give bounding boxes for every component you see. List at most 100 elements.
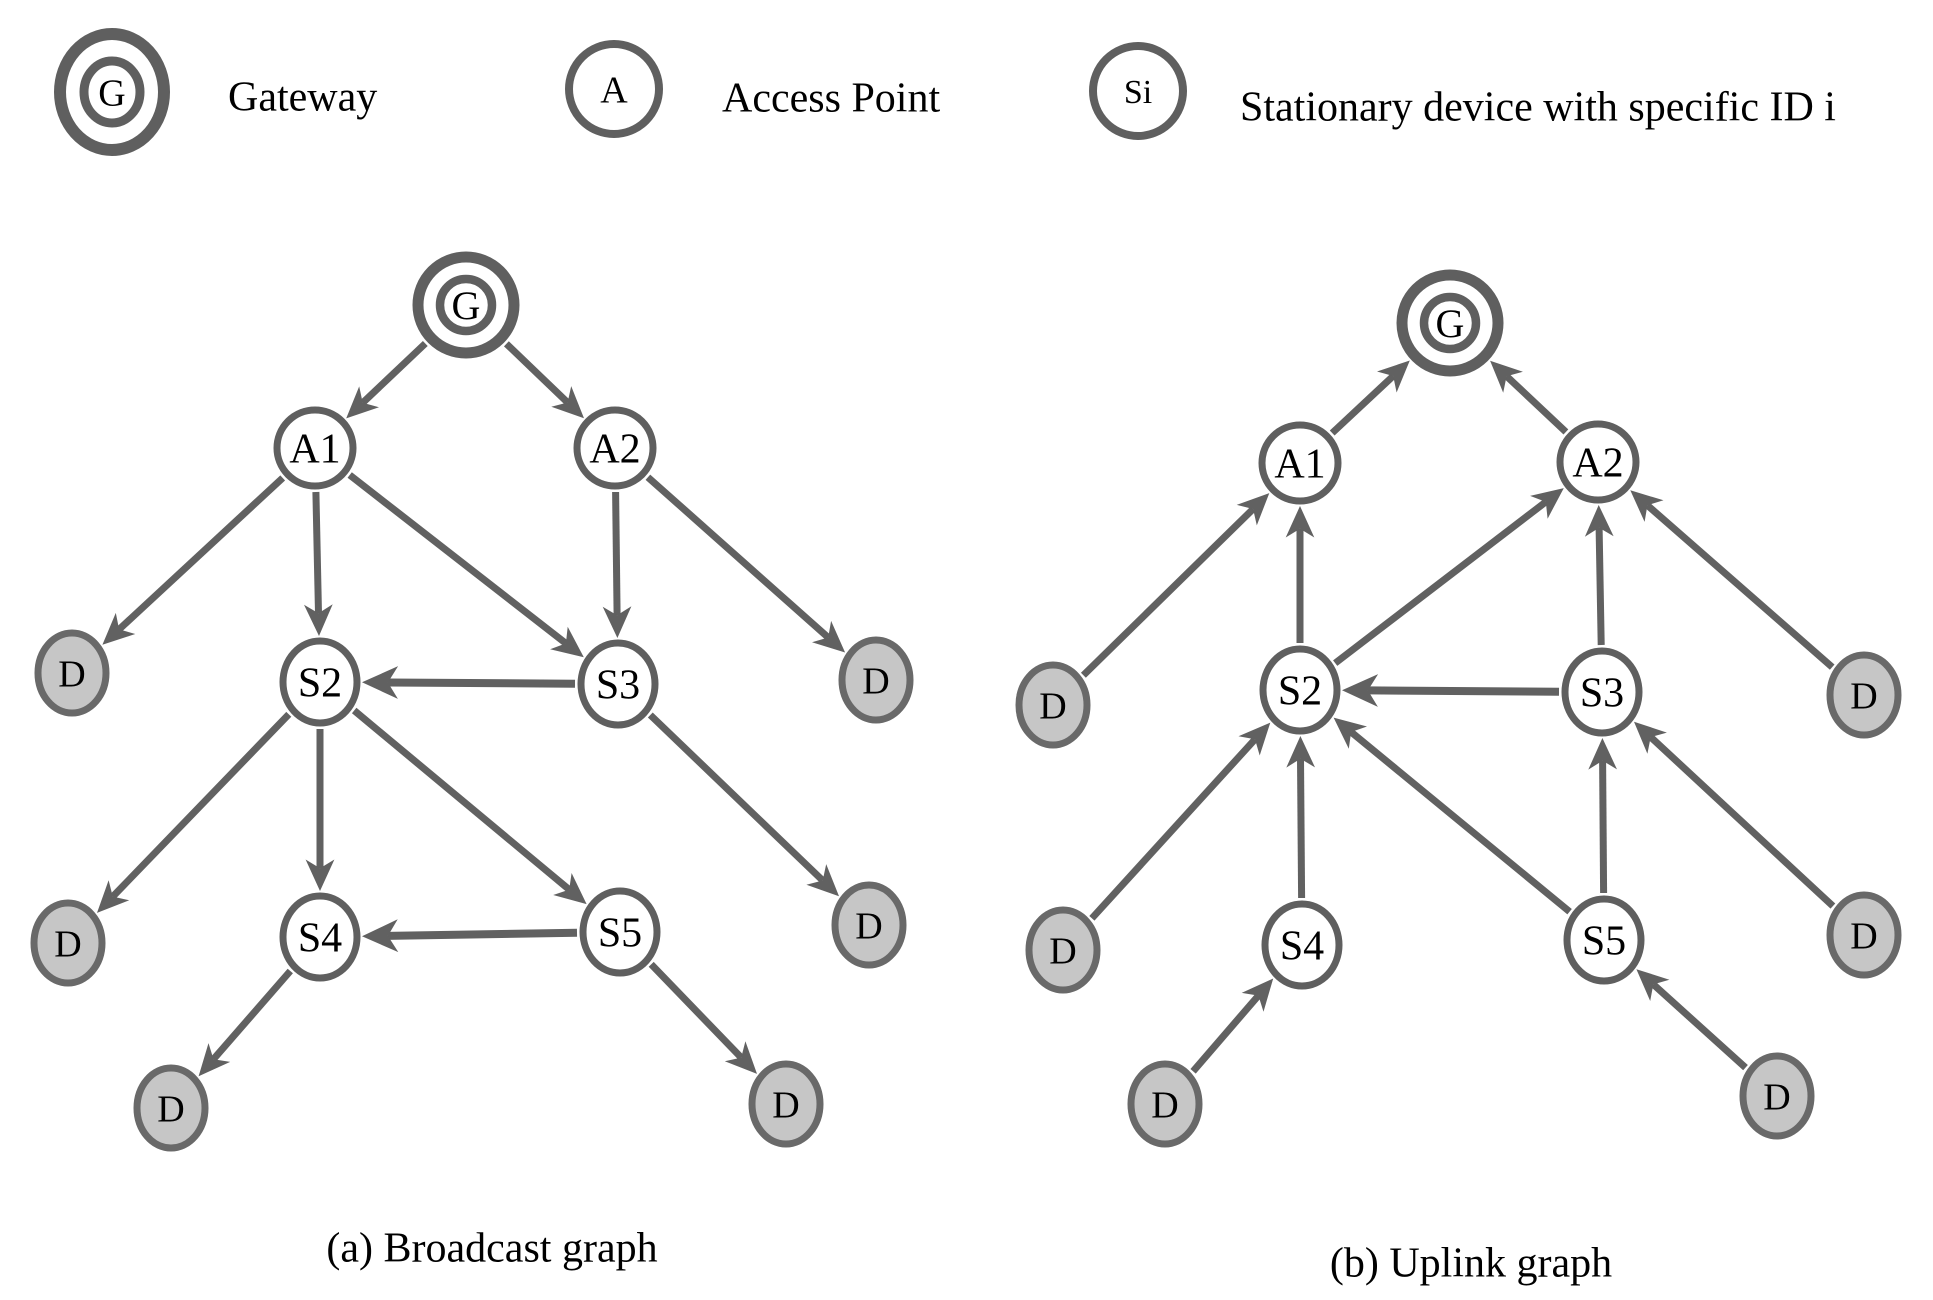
node-label: A1 — [1274, 442, 1325, 488]
node-A2: A2 — [573, 406, 657, 490]
caption-uplink-graph: (b) Uplink graph — [1330, 1241, 1612, 1287]
arrowhead-D5-S4 — [1241, 978, 1274, 1012]
node-label: S3 — [1580, 671, 1624, 717]
access-point-circle — [1556, 420, 1640, 504]
arrowhead-S2-S5 — [553, 873, 587, 905]
legend-gateway-item: G Gateway — [54, 28, 377, 156]
edge-S3-S2 — [1367, 686, 1560, 696]
node-S2: S2 — [1259, 645, 1341, 735]
node-D2: D — [838, 636, 914, 724]
device-ellipse — [748, 1060, 824, 1148]
node-label: D — [1049, 930, 1076, 972]
node-S3: S3 — [577, 639, 659, 729]
node-A2: A2 — [1556, 420, 1640, 504]
edge-A1-S3 — [347, 472, 569, 647]
node-label: A2 — [589, 427, 640, 473]
edge-A1-G — [1329, 373, 1396, 436]
node-D4: D — [831, 881, 907, 969]
node-label: A1 — [289, 427, 340, 473]
node-label: D — [862, 660, 889, 702]
device-ellipse — [1739, 1052, 1815, 1140]
node-label: D — [855, 905, 882, 947]
node-label: D — [1850, 675, 1877, 717]
arrowhead-D4-S3 — [1634, 721, 1667, 754]
device-ellipse — [1826, 651, 1902, 739]
node-label: S5 — [1582, 919, 1626, 965]
arrowhead-S2-A2 — [1530, 488, 1564, 519]
edge-D2-A2 — [1645, 502, 1835, 670]
station-ellipse — [1261, 900, 1343, 990]
station-symbol-letter: Si — [1124, 74, 1152, 111]
edge-D5-S4 — [1190, 993, 1262, 1074]
gateway-symbol-inner-ring — [79, 56, 145, 128]
edge-S3-D4 — [647, 712, 826, 884]
node-D6: D — [1739, 1052, 1815, 1140]
node-D5: D — [133, 1064, 209, 1152]
arrowhead-S3-S2 — [1342, 674, 1379, 707]
node-D1: D — [1015, 661, 1091, 749]
gateway-inner-ring — [1419, 292, 1481, 354]
edge-G-A2 — [503, 341, 571, 406]
edge-S4-D5 — [210, 968, 293, 1062]
arrowhead-S3-D4 — [806, 864, 839, 897]
gateway-symbol-letter: G — [98, 72, 125, 114]
edge-D1-A1 — [1080, 506, 1256, 678]
node-G: G — [412, 251, 520, 359]
station-ellipse — [577, 639, 659, 729]
edge-S5-D6 — [648, 961, 744, 1061]
node-D4: D — [1826, 891, 1902, 979]
legend-station-item: Si Stationary device with specific ID i — [1089, 42, 1836, 140]
node-A1: A1 — [1258, 421, 1342, 505]
node-label: S3 — [596, 663, 640, 709]
arrowhead-D2-A2 — [1630, 490, 1664, 522]
device-ellipse — [1025, 906, 1101, 994]
arrowhead-S2-D3 — [97, 880, 130, 913]
station-symbol-circle — [1089, 42, 1187, 140]
arrowhead-A1-S3 — [550, 626, 584, 658]
node-S5: S5 — [579, 887, 661, 977]
edge-S2-D3 — [110, 711, 292, 900]
arrowhead-A1-G — [1377, 360, 1410, 393]
device-ellipse — [838, 636, 914, 724]
caption-broadcast-graph: (a) Broadcast graph — [326, 1226, 657, 1272]
arrowhead-S5-S3 — [1588, 738, 1617, 770]
edge-D6-S5 — [1650, 981, 1748, 1071]
gateway-inner-ring — [435, 274, 497, 336]
node-label: A2 — [1572, 441, 1623, 487]
edge-D4-S3 — [1648, 734, 1836, 909]
access-point-symbol-letter: A — [600, 69, 628, 111]
edge-S5-S4 — [387, 928, 578, 940]
legend-access-point-item: A Access Point — [565, 40, 940, 138]
node-label: G — [452, 283, 481, 328]
arrowhead-A2-G — [1490, 360, 1523, 393]
edge-A1-S2 — [312, 491, 322, 614]
device-ellipse — [34, 629, 110, 717]
arrowhead-S2-S4 — [305, 859, 335, 891]
arrowhead-S5-S2 — [1333, 717, 1367, 749]
edge-A2-S3 — [612, 491, 621, 616]
node-D1: D — [34, 629, 110, 717]
node-label: D — [772, 1084, 799, 1126]
arrowhead-A2-S3 — [602, 606, 632, 638]
arrowhead-S5-S4 — [362, 919, 399, 953]
arrowhead-S5-D6 — [724, 1041, 757, 1074]
edge-A1-D1 — [116, 475, 286, 632]
edge-S4-S2 — [1297, 758, 1306, 899]
node-label: S2 — [298, 661, 342, 707]
arrowhead-A2-D2 — [812, 620, 846, 653]
edge-S2-A2 — [1333, 499, 1548, 666]
node-label: D — [1850, 915, 1877, 957]
edge-A2-D2 — [645, 474, 831, 641]
arrowhead-D3-S2 — [1238, 722, 1271, 756]
access-point-circle — [273, 406, 357, 490]
node-S3: S3 — [1561, 647, 1643, 737]
station-ellipse — [1561, 647, 1643, 737]
device-ellipse — [1127, 1060, 1203, 1148]
node-label: D — [1151, 1084, 1178, 1126]
arrowhead-A1-D1 — [102, 612, 136, 645]
station-ellipse — [279, 637, 361, 727]
device-ellipse — [1826, 891, 1902, 979]
